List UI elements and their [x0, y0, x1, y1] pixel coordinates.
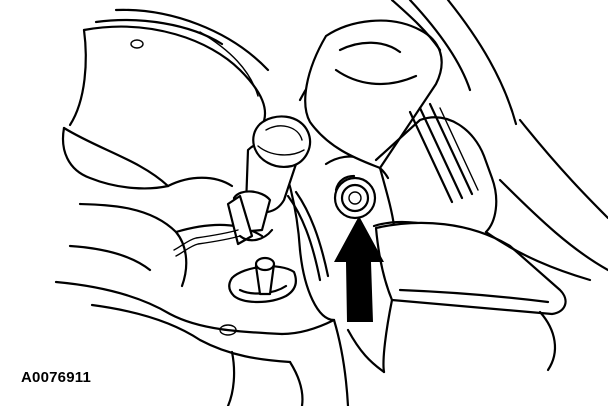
ignition-lock-shaft: [228, 256, 297, 304]
figure-id-label: A0076911: [21, 369, 92, 386]
lever-knob: [252, 115, 312, 168]
retaining-bolt: [333, 174, 377, 220]
steering-column-shroud: [54, 126, 336, 406]
steering-wheel-rim: [298, 0, 608, 374]
wiring-harness: [173, 229, 241, 257]
multifunction-switch-lever: [226, 115, 312, 246]
upper-shroud-panel: [68, 8, 270, 128]
locator-arrow-icon: [334, 216, 384, 322]
